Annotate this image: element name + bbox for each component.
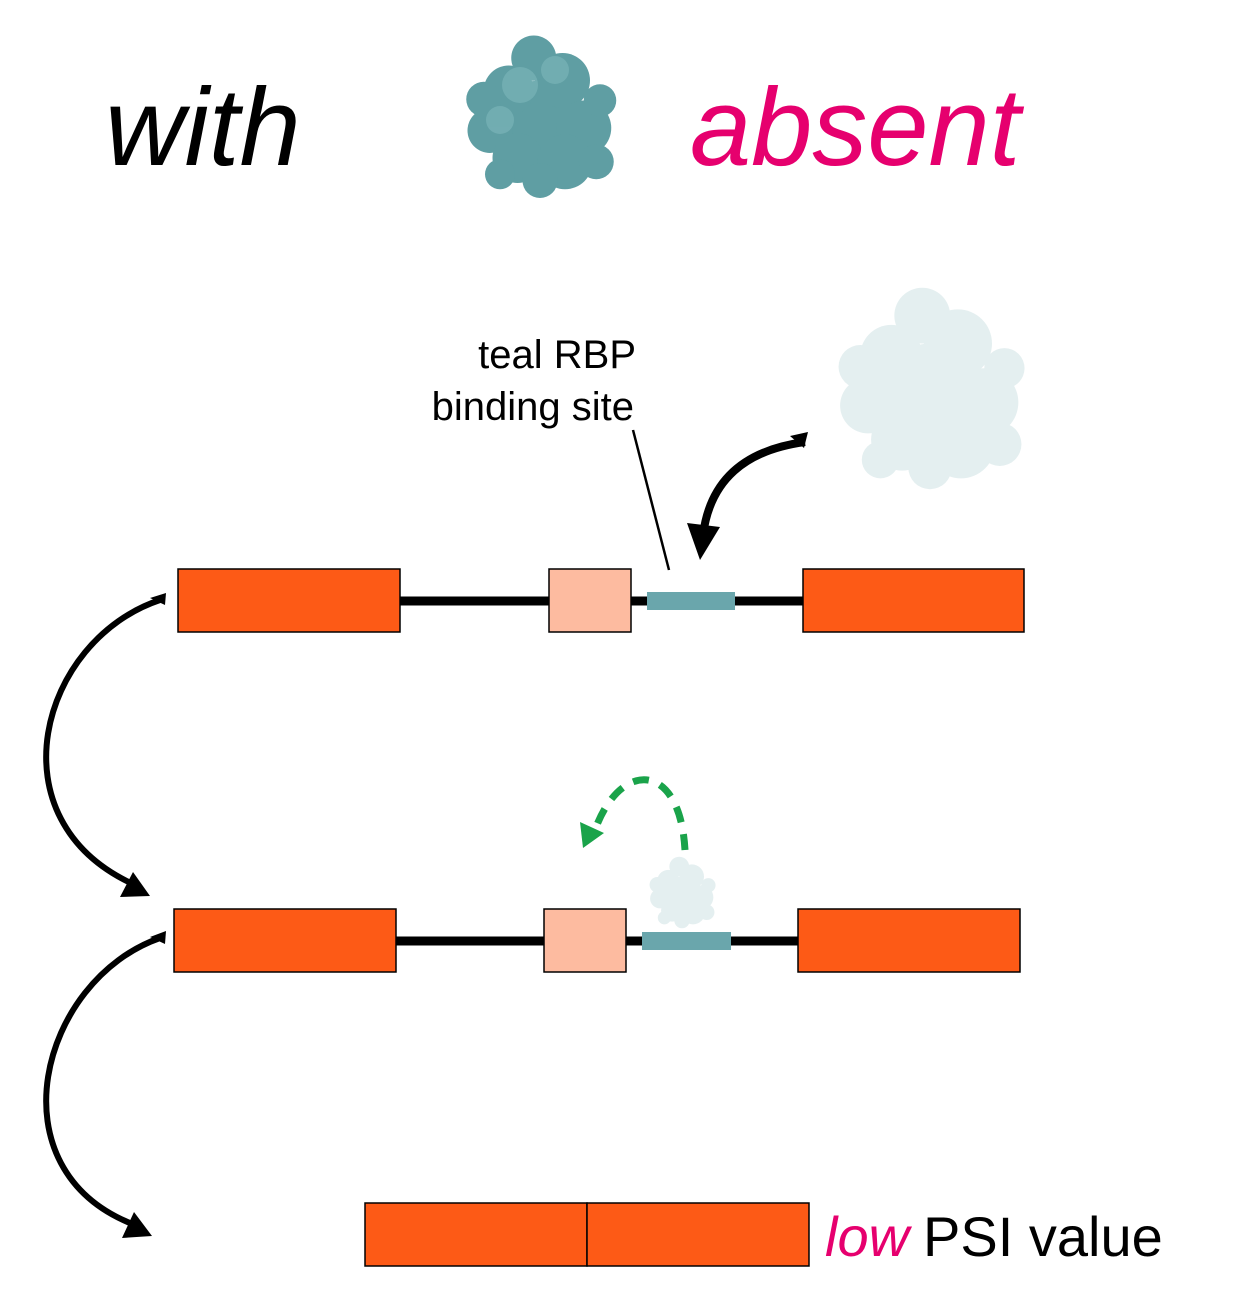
exon-row2-right	[797, 908, 1021, 973]
alt-exon-row1	[548, 568, 632, 633]
process-arrow-1-tail	[150, 593, 166, 605]
exon-row1-right	[802, 568, 1025, 633]
process-arrow-2-head	[122, 1212, 152, 1238]
exon-row2-left	[173, 908, 397, 973]
teal-rbp-protein-highlight	[486, 56, 569, 134]
binding-arrow-head	[687, 523, 720, 560]
binding-arrow	[699, 438, 806, 536]
title-absent: absent	[690, 66, 1025, 189]
result-rest: PSI value	[923, 1205, 1163, 1268]
alt-exon-row2	[543, 908, 627, 973]
process-arrow-1-head	[120, 872, 150, 897]
process-arrow-2	[43, 935, 161, 1228]
callout-leader-line	[631, 429, 671, 571]
process-arrow-1	[43, 597, 161, 888]
splice-dashed-arrow-head	[580, 822, 604, 848]
absent-protein-icon	[838, 287, 1025, 490]
binding-site-row2	[642, 932, 731, 950]
small-absent-protein-icon	[649, 856, 716, 929]
splice-dashed-arrow	[591, 776, 689, 851]
result-low: low	[825, 1205, 913, 1268]
exon-row1-left	[177, 568, 401, 633]
binding-site-row1	[647, 592, 735, 610]
mrna-exon-left	[364, 1202, 588, 1267]
mrna-exon-right	[586, 1202, 810, 1267]
callout-line-2: binding site	[432, 385, 634, 429]
process-arrow-2-tail	[150, 931, 166, 944]
binding-arrow-tail	[790, 432, 808, 448]
callout-line-1: teal RBP	[478, 333, 636, 377]
title-with: with	[105, 66, 301, 189]
